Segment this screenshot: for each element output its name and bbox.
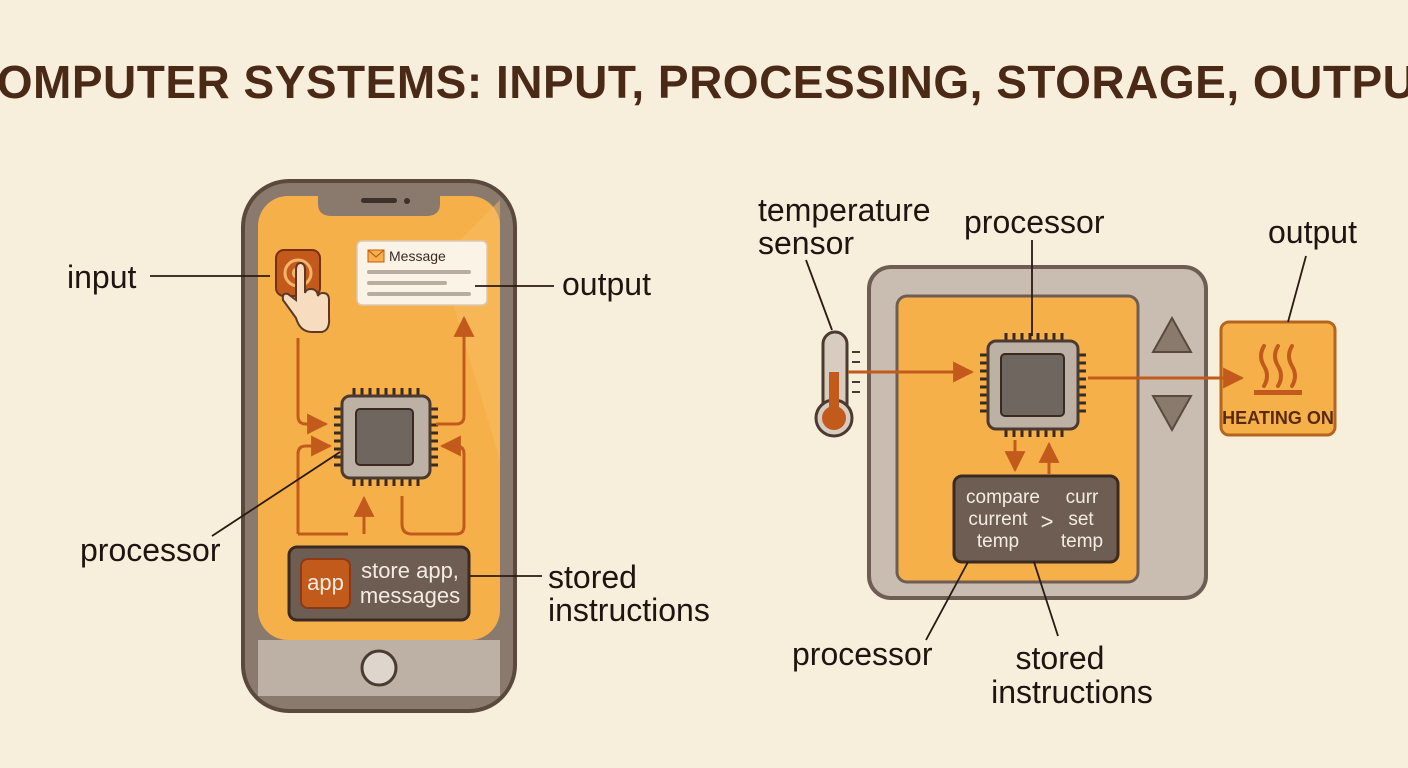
instr-compare-operator: > (1041, 509, 1054, 534)
chip-memory-arrows (1004, 440, 1060, 474)
label-stored-line1: stored (1016, 640, 1105, 676)
speaker-slot (361, 198, 397, 203)
message-line (367, 281, 447, 285)
page-title: COMPUTER SYSTEMS: INPUT, PROCESSING, STO… (0, 56, 1408, 108)
label-stored-line2: instructions (548, 592, 710, 628)
label-sensor-line2: sensor (758, 225, 854, 261)
label-output: output (1268, 214, 1357, 250)
phone-data-flow-arrows (296, 315, 475, 536)
smartphone: Message app store app, (241, 179, 517, 713)
instr-right-line2: set (1068, 509, 1094, 530)
pointing-hand-icon (281, 261, 331, 333)
message-title: Message (389, 248, 446, 264)
storage-text-line2: messages (360, 583, 460, 608)
label-stored-line1: stored (548, 559, 637, 595)
label-output: output (562, 266, 651, 302)
home-button[interactable] (360, 649, 398, 687)
instr-right-line3: temp (1061, 531, 1103, 552)
label-sensor-line1: temperature (758, 192, 931, 228)
temp-down-button[interactable] (1151, 395, 1193, 433)
heating-status-text: HEATING ON (1222, 408, 1334, 428)
thermostat: compare current temp > curr set temp (867, 265, 1208, 600)
label-processor-bottom: processor (792, 636, 933, 672)
instr-left-line3: temp (977, 531, 1019, 552)
message-line (367, 270, 471, 274)
instr-right-line1: curr (1066, 487, 1099, 508)
instr-left-line1: compare (966, 487, 1040, 508)
app-icon (300, 558, 351, 609)
app-badge-label: app (307, 570, 344, 595)
label-stored-line2: instructions (991, 674, 1153, 710)
front-camera (404, 198, 410, 204)
instr-left-line2: current (968, 509, 1028, 530)
storage-text-line1: store app, (361, 558, 459, 583)
thermostat-processor-chip (980, 333, 1086, 437)
phone-processor-chip (334, 388, 438, 486)
thermostat-data-flow-arrows (848, 361, 1245, 389)
label-processor: processor (80, 532, 221, 568)
heat-waves-icon (1259, 344, 1297, 388)
label-input: input (67, 259, 137, 295)
instructions-box (952, 474, 1120, 564)
label-processor-top: processor (964, 204, 1105, 240)
thermostat-leader-lines (805, 240, 1307, 641)
message-line (367, 292, 471, 296)
phone-leader-lines (150, 275, 554, 577)
thermometer-icon (814, 330, 860, 438)
temp-up-button[interactable] (1151, 315, 1193, 353)
